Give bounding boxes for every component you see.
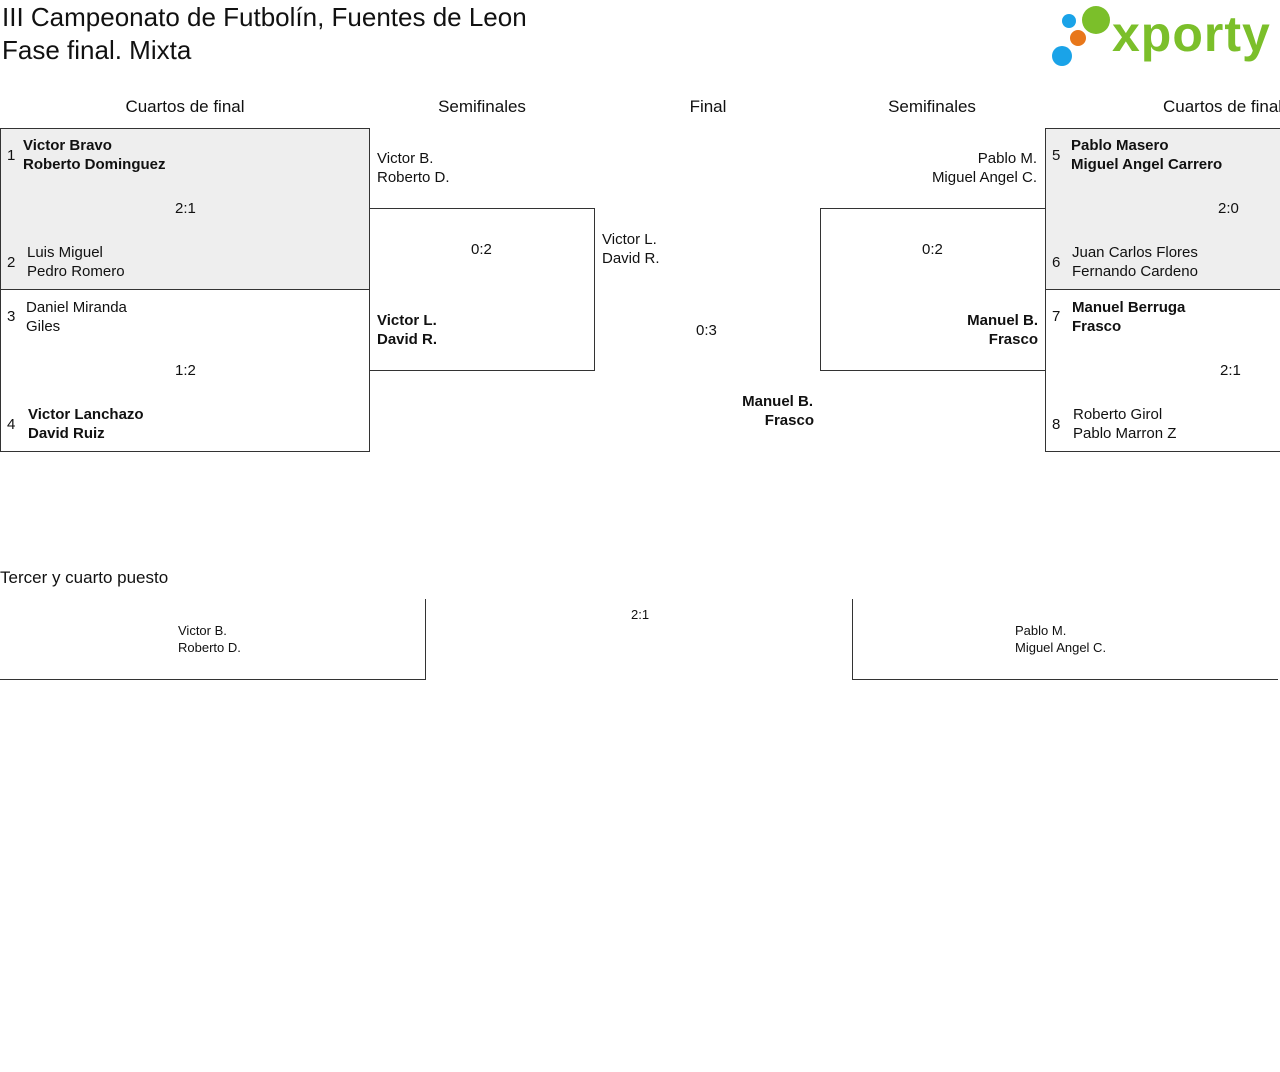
team-player: Roberto Girol <box>1073 406 1163 423</box>
team-player: Victor L. <box>602 231 657 248</box>
team-player: Manuel B. <box>742 393 813 410</box>
team-player: Victor B. <box>377 150 434 167</box>
team-player: Frasco <box>1072 318 1122 335</box>
match-score: 2:0 <box>1218 200 1239 217</box>
team-player: Roberto D. <box>377 169 450 186</box>
seed-number: 7 <box>1052 308 1061 325</box>
match-right-qf2 <box>1045 289 1280 452</box>
team-player: David Ruiz <box>28 425 105 442</box>
match-left-qf1 <box>0 128 370 290</box>
match-score: 2:1 <box>175 200 196 217</box>
third-place-left-bracket <box>0 599 426 680</box>
logo-text: xporty <box>1112 6 1271 62</box>
seed-number: 5 <box>1052 147 1061 164</box>
team-player: David R. <box>602 250 660 267</box>
logo-green-dot-icon <box>1082 6 1110 34</box>
team-player: Manuel B. <box>967 312 1038 329</box>
team-player: Pablo Masero <box>1071 137 1169 154</box>
team-player: Pablo M. <box>1015 623 1067 638</box>
team-player: Victor L. <box>377 312 437 329</box>
third-place-right-bracket <box>852 599 1278 680</box>
match-score: 0:2 <box>922 241 943 258</box>
match-left-sf <box>369 208 595 371</box>
team-player: Miguel Angel C. <box>931 169 1037 186</box>
seed-number: 4 <box>7 416 16 433</box>
round-right-quarterfinals: Cuartos de final <box>1163 97 1280 116</box>
round-left-quarterfinals: Cuartos de final <box>125 97 245 116</box>
team-player: Victor Bravo <box>23 137 112 154</box>
team-player: Roberto Dominguez <box>23 156 166 173</box>
xporty-logo: xporty <box>1050 4 1278 68</box>
seed-number: 6 <box>1052 254 1061 271</box>
seed-number: 3 <box>7 308 16 325</box>
team-player: Miguel Angel Carrero <box>1071 156 1223 173</box>
team-player: David R. <box>377 331 438 348</box>
seed-number: 8 <box>1052 416 1061 433</box>
team-player: Giles <box>26 318 61 335</box>
team-player: Frasco <box>988 331 1038 348</box>
match-right-qf1 <box>1045 128 1280 290</box>
team-player: Victor Lanchazo <box>28 406 144 423</box>
round-final: Final <box>689 97 727 116</box>
team-player: Miguel Angel C. <box>1015 640 1107 655</box>
team-player: Frasco <box>764 412 814 429</box>
round-right-semifinals: Semifinales <box>888 97 976 116</box>
team-player: Pablo M. <box>977 150 1037 167</box>
seed-number: 1 <box>7 147 16 164</box>
team-player: Roberto D. <box>178 640 241 655</box>
match-score: 1:2 <box>175 362 196 379</box>
logo-blue-dot-icon <box>1062 14 1076 28</box>
team-player: Luis Miguel <box>27 244 103 261</box>
match-score: 0:3 <box>696 322 717 339</box>
team-player: Fernando Cardeno <box>1072 263 1198 280</box>
team-player: Pablo Marron Z <box>1073 425 1177 442</box>
logo-blue-dot-large-icon <box>1052 46 1072 66</box>
team-player: Manuel Berruga <box>1072 299 1186 316</box>
team-player: Juan Carlos Flores <box>1072 244 1198 261</box>
team-player: Victor B. <box>178 623 227 638</box>
page-subtitle: Fase final. Mixta <box>2 35 192 65</box>
team-player: Pedro Romero <box>27 263 125 280</box>
seed-number: 2 <box>7 254 16 271</box>
logo-orange-dot-icon <box>1070 30 1086 46</box>
match-score: 2:1 <box>1220 362 1241 379</box>
round-left-semifinals: Semifinales <box>438 97 526 116</box>
third-place-heading: Tercer y cuarto puesto <box>0 568 169 587</box>
page-title: III Campeonato de Futbolín, Fuentes de L… <box>2 2 527 32</box>
match-score: 2:1 <box>631 607 650 622</box>
match-score: 0:2 <box>471 241 492 258</box>
team-player: Daniel Miranda <box>26 299 127 316</box>
